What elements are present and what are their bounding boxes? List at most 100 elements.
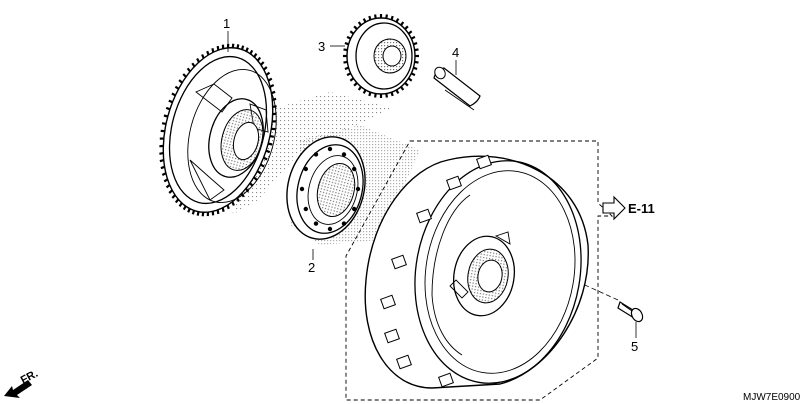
flywheel-slot <box>391 254 407 270</box>
gear-tooth <box>410 35 416 40</box>
clutch-roller <box>355 186 361 192</box>
starter-idle-gear <box>343 14 419 98</box>
gear-tooth <box>165 184 171 189</box>
gear-tooth <box>163 114 169 118</box>
gear-tooth <box>221 207 225 212</box>
gear-tooth <box>231 43 235 48</box>
gear-tooth <box>253 53 258 58</box>
gear-tooth <box>182 73 187 78</box>
callout-4: 4 <box>452 45 459 60</box>
gear-tooth <box>182 205 187 211</box>
gear-tooth <box>265 71 271 76</box>
gear-tooth <box>410 72 416 77</box>
clutch-roller <box>313 221 319 226</box>
gear-tooth <box>395 89 400 94</box>
diagram-code: MJW7E0900 <box>743 392 800 403</box>
gear-tooth <box>400 21 405 26</box>
gear-tooth <box>353 25 358 30</box>
gear-tooth <box>344 66 350 71</box>
gear-tooth <box>353 82 358 87</box>
gear-tooth <box>191 62 196 68</box>
gear-tooth <box>407 30 413 35</box>
gear-tooth <box>265 149 271 154</box>
gear-tooth <box>390 15 394 21</box>
gear-tooth <box>368 15 372 21</box>
gear-tooth <box>236 44 240 49</box>
gear-tooth <box>196 211 200 216</box>
gear-tooth <box>186 67 191 73</box>
gear-tooth <box>240 45 245 50</box>
gear-tooth <box>349 77 355 82</box>
front-label: FR. <box>19 368 40 387</box>
flywheel-slot <box>396 354 412 370</box>
flywheel-slot <box>476 154 492 170</box>
gear-tooth <box>344 41 350 46</box>
gear-tooth <box>187 208 191 213</box>
gear-tooth <box>272 105 277 108</box>
gear-tooth <box>349 30 355 35</box>
clutch-roller <box>341 152 347 157</box>
gear-tooth <box>269 84 275 88</box>
gear-tooth <box>245 187 250 193</box>
reference-label: E-11 <box>628 201 655 216</box>
gear-tooth <box>362 89 367 94</box>
reference-e11[interactable]: E-11 <box>602 195 655 221</box>
gear-tooth <box>385 14 388 19</box>
callout-leaders <box>227 31 637 338</box>
gear-tooth <box>226 204 230 210</box>
clutch-roller <box>327 146 333 152</box>
clutch-roller <box>327 226 333 232</box>
gear-tooth <box>395 18 400 23</box>
gear-tooth <box>178 79 183 84</box>
gear-tooth <box>168 99 173 104</box>
callout-5: 5 <box>631 339 638 354</box>
gear-tooth <box>343 60 348 64</box>
gear-tooth <box>362 18 367 23</box>
clutch-roller <box>341 221 347 226</box>
clutch-roller <box>313 152 319 157</box>
gear-tooth <box>174 198 180 204</box>
flywheel-slot <box>446 175 462 191</box>
gear-tooth <box>269 135 275 138</box>
gear-tooth <box>346 72 352 77</box>
callout-2: 2 <box>308 260 315 275</box>
clutch-roller <box>303 206 308 212</box>
gear-tooth <box>163 178 169 183</box>
gear-tooth <box>357 21 362 26</box>
gear-tooth <box>201 212 205 217</box>
gear-tooth <box>216 209 220 215</box>
clutch-roller <box>352 166 357 172</box>
gear-tooth <box>191 210 196 215</box>
gear-tooth <box>256 170 262 175</box>
gear-tooth <box>414 60 419 64</box>
gear-tooth <box>161 172 167 176</box>
gear-tooth <box>245 47 249 52</box>
flywheel-slot <box>384 328 400 344</box>
gear-tooth <box>404 25 409 30</box>
gear-tooth <box>160 165 165 170</box>
flange-bolt <box>617 301 644 323</box>
gear-tooth <box>404 82 409 87</box>
flywheel-slot <box>438 372 454 388</box>
gear-tooth <box>400 86 405 91</box>
gear-tooth <box>357 86 362 91</box>
gear-tooth <box>171 194 176 199</box>
gear-tooth <box>374 93 377 98</box>
gear-tooth <box>231 201 235 206</box>
gear-tooth <box>412 66 418 71</box>
gear-tooth <box>374 14 377 19</box>
gear-tooth <box>267 77 273 82</box>
gear-tooth <box>201 54 205 59</box>
gear-tooth <box>253 176 258 181</box>
front-direction-arrow-icon <box>4 380 32 398</box>
gear-tooth <box>206 50 210 56</box>
gear-tooth <box>256 56 262 62</box>
gear-tooth <box>165 106 171 111</box>
gear-tooth <box>260 163 265 168</box>
flywheel <box>364 154 589 389</box>
gear-tooth <box>263 156 268 161</box>
gear-tooth <box>368 91 372 97</box>
gear-tooth <box>271 97 277 101</box>
idle-gear-shaft <box>433 66 481 111</box>
assembly-boundary <box>345 140 614 401</box>
